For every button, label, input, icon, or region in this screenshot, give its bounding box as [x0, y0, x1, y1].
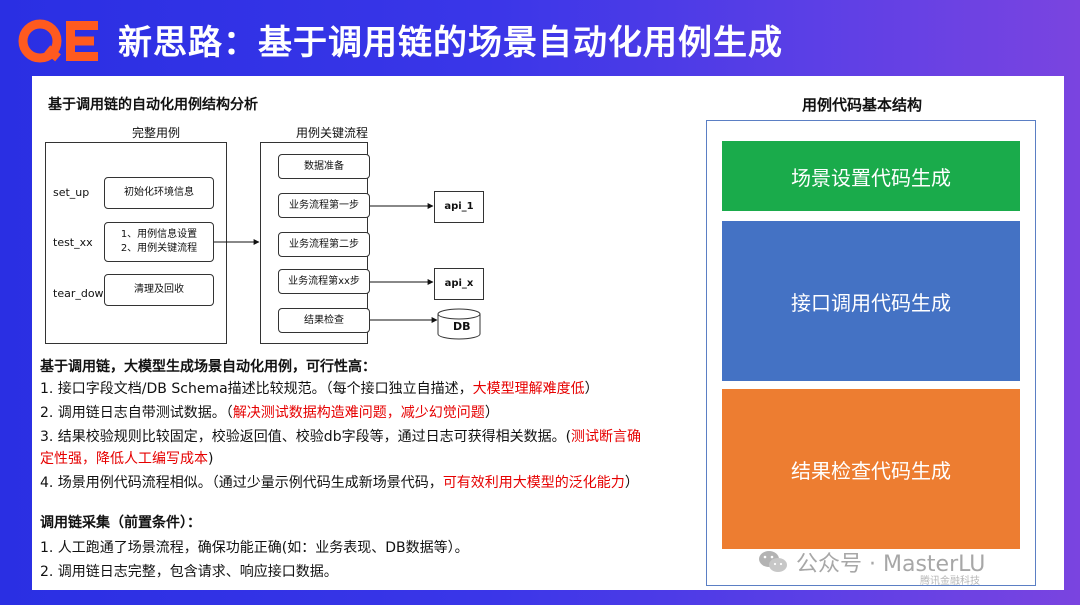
- cleanup-label: 清理及回收: [134, 284, 184, 295]
- feasibility-item-2: 2. 调用链日志自带测试数据。（解决测试数据构造难问题，减少幻觉问题）: [40, 405, 499, 421]
- api-1-label: api_1: [444, 201, 474, 212]
- content-panel: 基于调用链的自动化用例结构分析 完整用例 用例关键流程 set_up test_…: [32, 76, 1064, 590]
- feasibility-heading: 基于调用链，大模型生成场景自动化用例，可行性高：: [40, 359, 376, 375]
- flow-step-3: 业务流程第二步: [278, 232, 370, 257]
- precondition-heading: 调用链采集（前置条件）：: [40, 515, 201, 531]
- flow-step-2: 业务流程第一步: [278, 193, 370, 218]
- watermark: 公众号 · MasterLU: [758, 546, 985, 578]
- diagram-arrows: [214, 203, 438, 323]
- precondition-item-1: 1. 人工跑通了场景流程，确保功能正确(如：业务表现、DB数据等）。: [40, 540, 469, 556]
- cleanup-box: 清理及回收: [104, 274, 214, 306]
- row-label-test: test_xx: [53, 236, 93, 249]
- case-flow-line1: 1、用例信息设置: [120, 229, 198, 240]
- db-label: DB: [453, 320, 471, 333]
- case-flow-line2: 2、用例关键流程: [120, 243, 198, 254]
- feasibility-item-3-cont: 定性强，降低人工编写成本): [40, 451, 214, 467]
- flow-step-5: 结果检查: [278, 308, 370, 333]
- result-check-label: 结果检查代码生成: [791, 458, 951, 483]
- wechat-icon: [759, 551, 787, 572]
- init-env-box: 初始化环境信息: [104, 177, 214, 209]
- row-label-setup: set_up: [53, 186, 90, 199]
- diagram-title: 基于调用链的自动化用例结构分析: [48, 97, 258, 113]
- api-call-label: 接口调用代码生成: [791, 290, 951, 315]
- flow-step-label: 业务流程第一步: [289, 199, 359, 211]
- feasibility-item-1: 1. 接口字段文档/DB Schema描述比较规范。（每个接口独立自描述，大模型…: [40, 381, 599, 397]
- api-x-box: api_x: [434, 268, 484, 300]
- feasibility-item-3: 3. 结果校验规则比较固定，校验返回值、校验db字段等，通过日志可获得相关数据。…: [40, 429, 642, 445]
- flow-step-label: 业务流程第二步: [289, 238, 359, 250]
- result-check-block: 结果检查代码生成: [722, 389, 1020, 549]
- db-icon: [437, 308, 481, 340]
- row-label-teardown: tear_down: [53, 287, 111, 300]
- mid-column-title: 用例关键流程: [296, 126, 369, 140]
- flow-step-1: 数据准备: [278, 154, 370, 179]
- flow-step-label: 结果检查: [304, 314, 344, 326]
- flow-step-label: 数据准备: [304, 160, 344, 172]
- watermark-text: 公众号 · MasterLU: [796, 552, 986, 577]
- case-flow-box: 1、用例信息设置 2、用例关键流程: [104, 222, 214, 262]
- scene-setup-block: 场景设置代码生成: [722, 141, 1020, 211]
- page-title: 新思路：基于调用链的场景自动化用例生成: [118, 23, 783, 63]
- flow-step-label: 业务流程第xx步: [288, 275, 360, 287]
- feasibility-item-4: 4. 场景用例代码流程相似。（通过少量示例代码生成新场景代码，可有效利用大模型的…: [40, 475, 639, 491]
- api-x-label: api_x: [444, 278, 474, 289]
- scene-setup-label: 场景设置代码生成: [791, 165, 951, 190]
- structure-frame: 场景设置代码生成 接口调用代码生成 结果检查代码生成: [706, 120, 1036, 586]
- api-1-box: api_1: [434, 191, 484, 223]
- qe-logo: [18, 19, 98, 63]
- init-env-label: 初始化环境信息: [124, 187, 194, 198]
- precondition-item-2: 2. 调用链日志完整，包含请求、响应接口数据。: [40, 564, 338, 580]
- structure-title: 用例代码基本结构: [802, 96, 923, 114]
- flow-step-4: 业务流程第xx步: [278, 269, 370, 294]
- watermark-sub: 腾讯金融科技: [920, 576, 980, 587]
- left-column-title: 完整用例: [132, 126, 181, 140]
- api-call-block: 接口调用代码生成: [722, 221, 1020, 381]
